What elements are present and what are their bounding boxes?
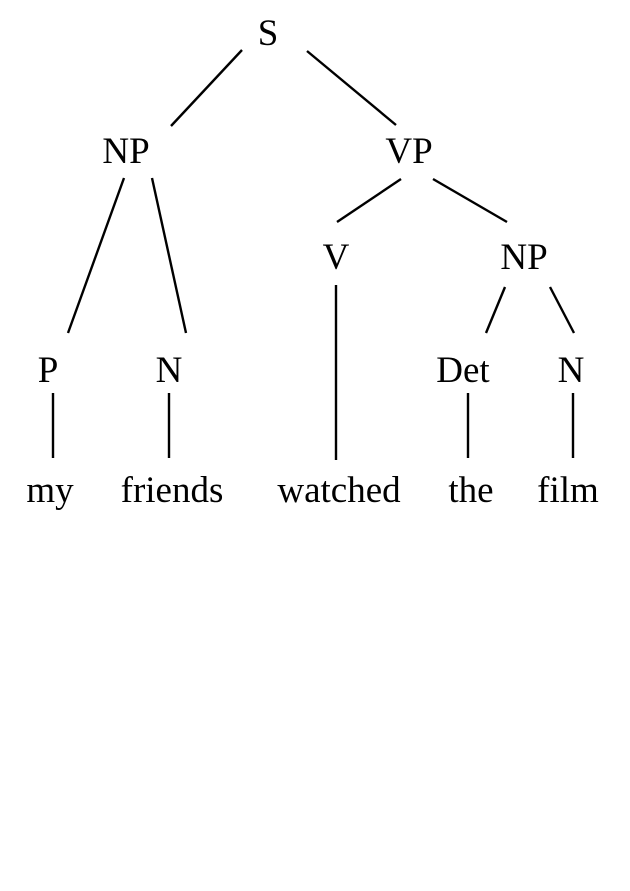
node-n: N — [156, 350, 183, 391]
edge-vp-v — [336, 178, 402, 223]
edge-np2-n — [548, 286, 576, 334]
tree-node-labels: S NP VP V NP P N Det N — [38, 13, 585, 391]
edge-s-vp — [306, 50, 397, 126]
node-n-object: N — [558, 350, 585, 391]
node-np: NP — [102, 131, 149, 172]
word-the: the — [448, 470, 493, 511]
tree-edges — [51, 49, 576, 460]
node-p: P — [38, 350, 59, 391]
node-det: Det — [436, 350, 490, 391]
word-friends: friends — [121, 470, 224, 511]
tree-leaf-words: my friends watched the film — [26, 470, 599, 511]
edge-vp-np — [432, 177, 508, 224]
word-film: film — [537, 470, 599, 511]
edge-np-n — [150, 177, 188, 334]
node-np-object: NP — [500, 237, 547, 278]
node-vp: VP — [385, 131, 432, 172]
edge-np-p — [66, 177, 126, 334]
word-my: my — [26, 470, 74, 511]
edge-s-np — [170, 49, 243, 127]
edge-np2-det — [484, 286, 507, 334]
word-watched: watched — [277, 470, 401, 511]
node-s: S — [258, 13, 279, 54]
node-v: V — [323, 237, 350, 278]
